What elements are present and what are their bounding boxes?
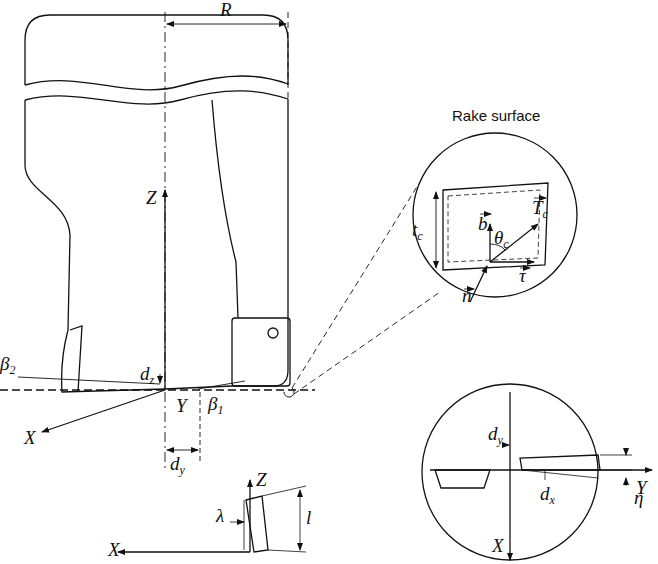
dimension-label: R — [220, 0, 232, 21]
dimension-label: dz — [140, 364, 154, 387]
dimension-label: dx — [540, 484, 555, 507]
dimension-label: dy — [170, 454, 185, 477]
vector-label: τ — [519, 266, 526, 287]
vector-label: Tc — [532, 198, 548, 221]
angle-label: η — [634, 488, 643, 509]
axis-label: Z — [256, 470, 267, 491]
dimension-label: dy — [488, 424, 503, 447]
axis-label: X — [108, 540, 120, 561]
axis-label: X — [492, 536, 504, 557]
angle-label: θc — [494, 228, 509, 251]
axis-label: Y — [176, 396, 187, 417]
angle-label: λ — [216, 506, 224, 527]
angle-label: β2 — [0, 354, 15, 377]
angle-label: β1 — [208, 394, 223, 417]
vector-label: n — [462, 286, 472, 307]
view-title: Rake surface — [452, 108, 540, 125]
axis-label: Z — [146, 188, 157, 209]
vector-label: b — [478, 214, 488, 235]
dimension-label: l — [306, 508, 311, 529]
axis-label: X — [24, 428, 36, 449]
dimension-label: tc — [412, 220, 423, 243]
